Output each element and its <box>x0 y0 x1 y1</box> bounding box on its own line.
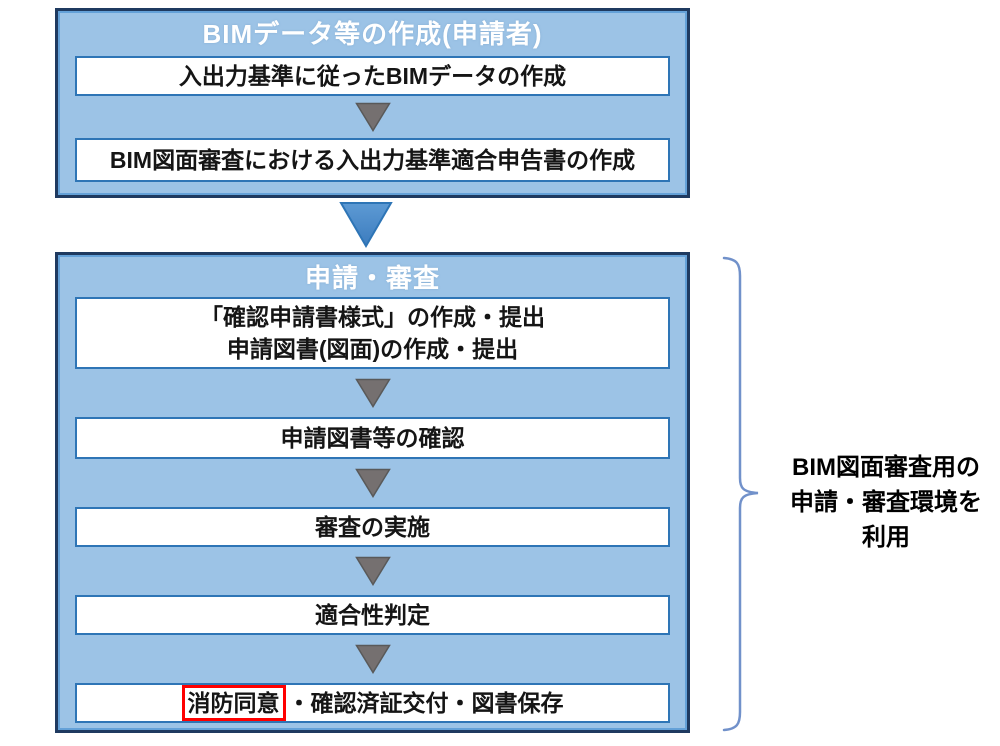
arrow-slot <box>58 459 687 507</box>
step-label-line1: 「確認申請書様式」の作成・提出 <box>200 304 545 330</box>
arrow-slot <box>58 547 687 595</box>
brace-icon <box>722 256 759 732</box>
panel-title: BIMデータ等の作成(申請者) <box>202 19 543 49</box>
step-label: 適合性判定 <box>315 602 430 628</box>
panel-title: 申請・審査 <box>304 263 440 293</box>
down-arrow-icon <box>354 102 391 132</box>
arrow-slot <box>58 369 687 417</box>
step-box: 入出力基準に従ったBIMデータの作成 <box>75 56 670 96</box>
down-arrow-icon <box>354 644 391 674</box>
step-label: ・確認済証交付・図書保存 <box>287 690 564 716</box>
down-arrow-icon <box>354 556 391 586</box>
step-box: 適合性判定 <box>75 595 670 635</box>
bim-data-creation-panel: BIMデータ等の作成(申請者) 入出力基準に従ったBIMデータの作成 BIM図面… <box>55 8 690 198</box>
annotation-text: BIM図面審査用の 申請・審査環境を 利用 <box>790 454 982 551</box>
down-arrow-icon <box>354 468 391 498</box>
step-box: 「確認申請書様式」の作成・提出 申請図書(図面)の作成・提出 <box>75 297 670 369</box>
step-label-line2: 申請図書(図面)の作成・提出 <box>226 336 519 362</box>
application-review-panel: 申請・審査 「確認申請書様式」の作成・提出 申請図書(図面)の作成・提出 申請図… <box>55 252 690 733</box>
step-label: 審査の実施 <box>315 514 430 540</box>
step-label: 入出力基準に従ったBIMデータの作成 <box>178 63 567 89</box>
step-box: 消防同意・確認済証交付・図書保存 <box>75 683 670 723</box>
step-label: BIM図面審査における入出力基準適合申告書の作成 <box>109 147 636 173</box>
arrow-slot <box>58 635 687 683</box>
step-box: 審査の実施 <box>75 507 670 547</box>
step-label: 申請図書等の確認 <box>280 425 465 451</box>
step-box: BIM図面審査における入出力基準適合申告書の作成 <box>75 138 670 182</box>
arrow-slot <box>58 96 687 138</box>
step-box: 申請図書等の確認 <box>75 417 670 459</box>
fire-consent-highlight: 消防同意 <box>181 685 286 721</box>
down-arrow-icon <box>354 378 391 408</box>
big-down-arrow-icon <box>339 202 393 248</box>
